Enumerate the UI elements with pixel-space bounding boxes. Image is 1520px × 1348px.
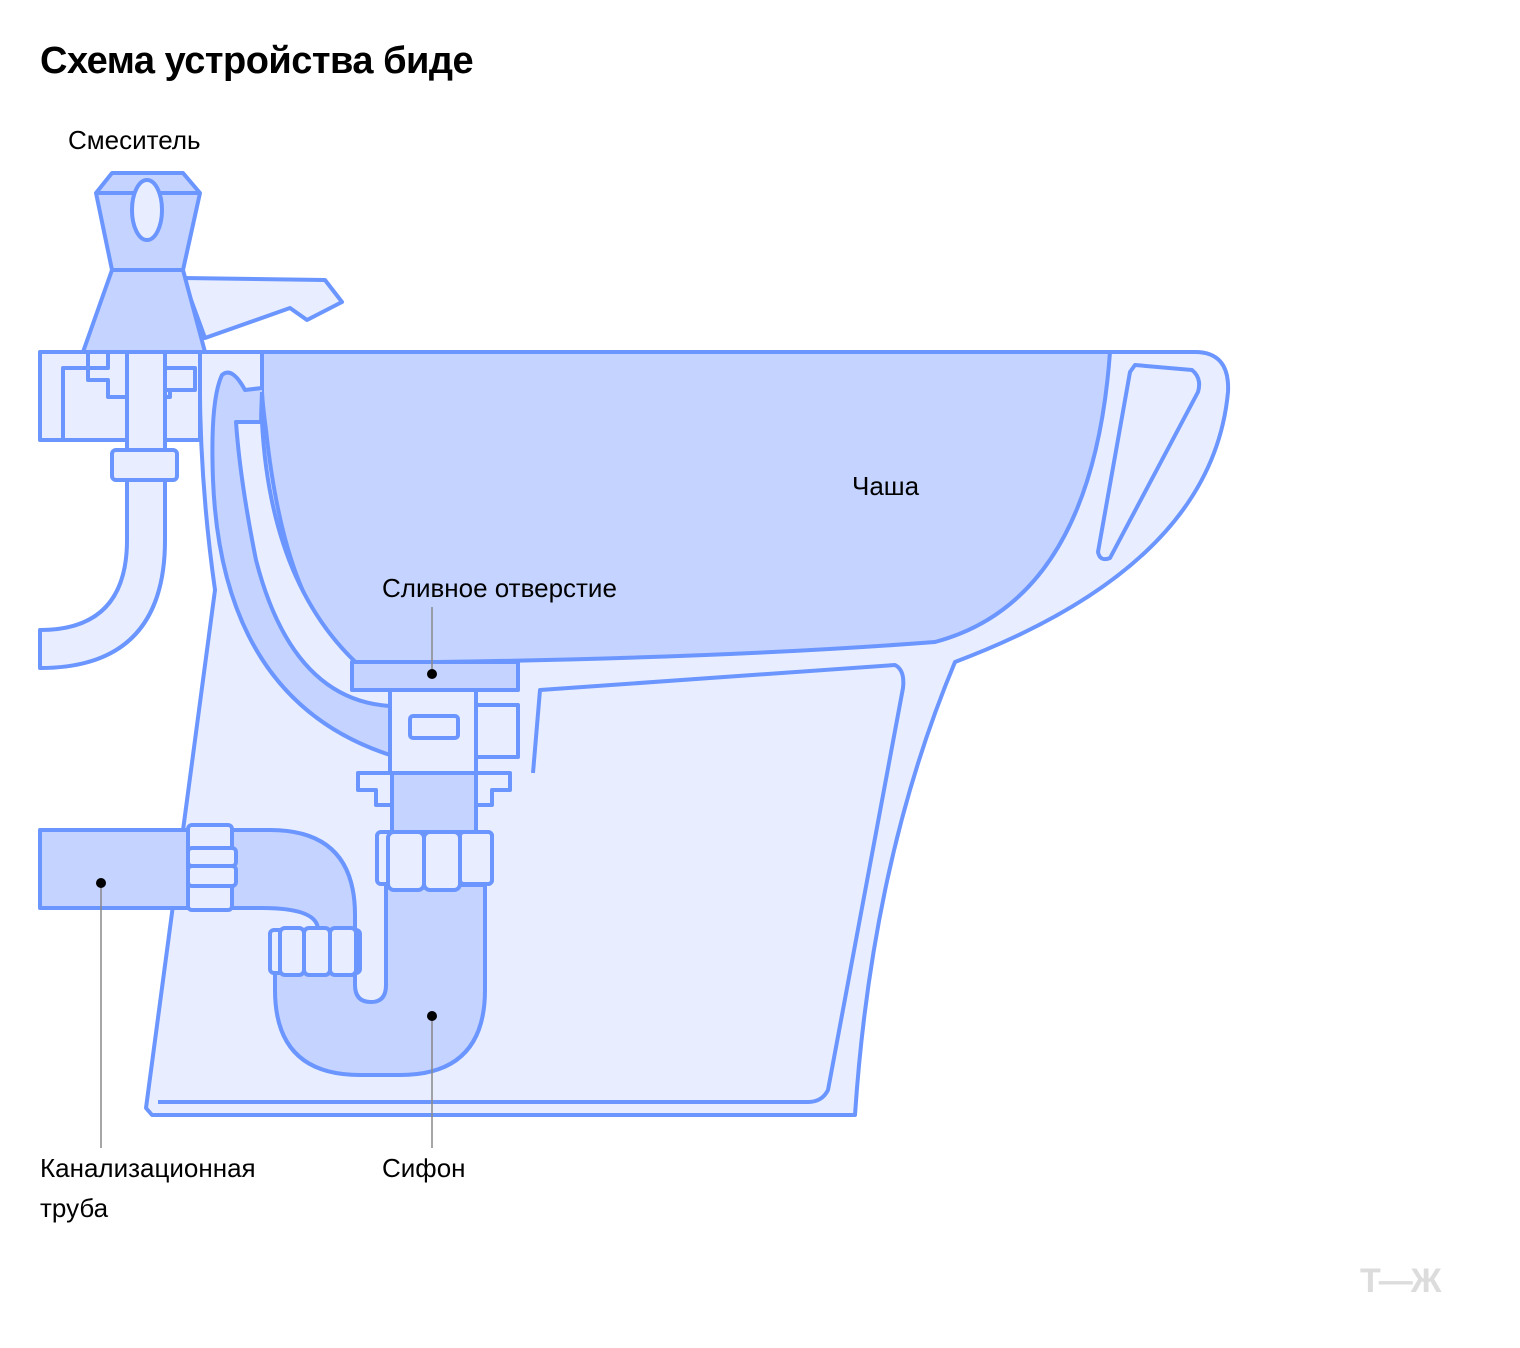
drain-slot <box>408 714 460 740</box>
sewer-pipe-marker <box>96 878 106 888</box>
siphon-arm-nut <box>268 926 362 977</box>
faucet-stem <box>125 350 167 452</box>
siphon-marker <box>427 1011 437 1021</box>
drain-column <box>390 771 478 835</box>
faucet-spout <box>181 276 344 340</box>
faucet-nut <box>110 448 179 482</box>
siphon-nut <box>375 830 494 892</box>
bowl <box>260 350 1112 665</box>
faucet-handle-knob <box>130 178 164 242</box>
faucet-base <box>81 268 207 354</box>
label-mixer: Смеситель <box>68 125 201 155</box>
label-siphon: Сифон <box>382 1153 466 1183</box>
drain-hole-marker <box>427 669 437 679</box>
pipe-joint-nut <box>186 823 238 912</box>
diagram-title: Схема устройства биде <box>40 40 474 82</box>
label-bowl: Чаша <box>852 471 920 501</box>
overflow-channel-inner <box>234 420 392 708</box>
logo: Т—Ж <box>1360 1262 1441 1300</box>
label-drain-hole: Сливное отверстие <box>382 573 617 603</box>
label-sewer-pipe-1: Канализационная <box>40 1153 256 1183</box>
label-sewer-pipe-2: труба <box>40 1193 109 1223</box>
drain-side-block <box>474 703 520 759</box>
water-hose <box>38 476 167 670</box>
overflow-slot <box>1096 363 1202 562</box>
